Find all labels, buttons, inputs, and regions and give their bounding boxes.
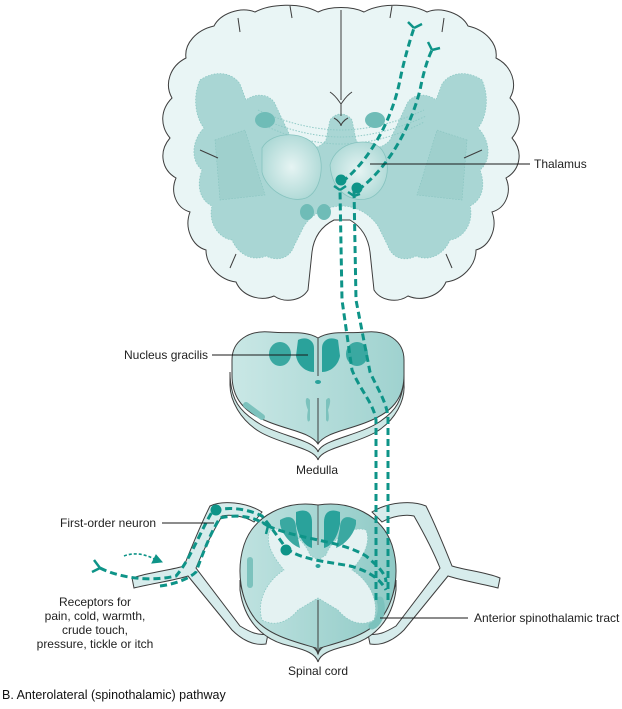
receptors-label-line: crude touch, <box>61 623 129 637</box>
caudate-nucleus-left <box>255 112 275 128</box>
spinothalamic-pathway <box>99 27 434 600</box>
third-order-neuron-b <box>357 49 434 192</box>
pathway-markers <box>91 21 441 574</box>
receptor-ending-icon <box>91 559 101 574</box>
cortical-sulci <box>199 5 483 269</box>
spinal-nerve-right <box>367 502 501 645</box>
nucleus-cuneatus-left <box>269 342 291 366</box>
third-order-neuron-a <box>341 27 416 184</box>
spinal-cord-label: Spinal cord <box>288 664 349 678</box>
second-order-ascending-b <box>352 189 390 600</box>
mammillary-body-left <box>300 204 314 220</box>
corpus-callosum <box>255 109 427 145</box>
mammillary-body-right <box>317 204 331 220</box>
impulse-arrow <box>123 553 157 561</box>
medulla-section <box>229 331 405 461</box>
pyramid-right <box>326 398 331 422</box>
internal-capsule-left <box>214 129 266 201</box>
first-order-neuron-axon-parallel <box>159 514 269 588</box>
central-canal-cord <box>315 564 321 568</box>
nucleus-gracilis-label: Nucleus gracilis <box>124 348 209 362</box>
arrow-head-icon <box>151 554 164 564</box>
thalamus-label: Thalamus <box>534 157 587 171</box>
nucleus-gracilis-right <box>322 338 340 372</box>
second-order-neuron-crossing <box>285 546 388 591</box>
figure-caption: B. Anterolateral (spinothalamic) pathway <box>2 688 226 702</box>
receptors-label-line: pain, cold, warmth, <box>44 609 146 623</box>
third-order-cell-body-a <box>335 174 347 186</box>
third-order-cell-body-b <box>351 182 363 194</box>
spinal-cord-section <box>131 502 501 663</box>
pyramid-left <box>305 398 310 422</box>
anterior-tract-right <box>368 596 385 630</box>
internal-capsule-right <box>416 129 468 201</box>
receptors-label-line: Receptors for <box>58 595 132 609</box>
first-order-neuron-label: First-order neuron <box>60 516 157 530</box>
olive-left <box>243 402 265 420</box>
longitudinal-fissure <box>329 10 353 127</box>
receptors-label-line: pressure, tickle or itch <box>36 637 154 651</box>
anterior-spinothalamic-tract-label: Anterior spinothalamic tract <box>474 611 620 625</box>
dorsal-column-right <box>324 510 340 548</box>
second-order-neuron-crossing-2 <box>267 524 388 583</box>
central-canal-medulla <box>315 380 321 384</box>
brain-coronal-section <box>162 4 520 301</box>
second-order-ascending-a <box>338 189 378 600</box>
first-order-cell-body <box>210 504 222 516</box>
dorsal-column-lat-right <box>336 517 356 548</box>
medulla-label: Medulla <box>296 463 339 477</box>
synapse-fork-icons <box>261 21 441 535</box>
thalamus-left <box>261 134 322 200</box>
thalamus-right <box>329 141 388 200</box>
caudate-nucleus-right <box>365 112 385 128</box>
leader-lines <box>162 163 530 619</box>
second-order-cell-body <box>280 544 292 556</box>
dorsal-column-left <box>296 510 312 548</box>
receptors-label: Receptors for pain, cold, warmth, crude … <box>30 595 160 651</box>
